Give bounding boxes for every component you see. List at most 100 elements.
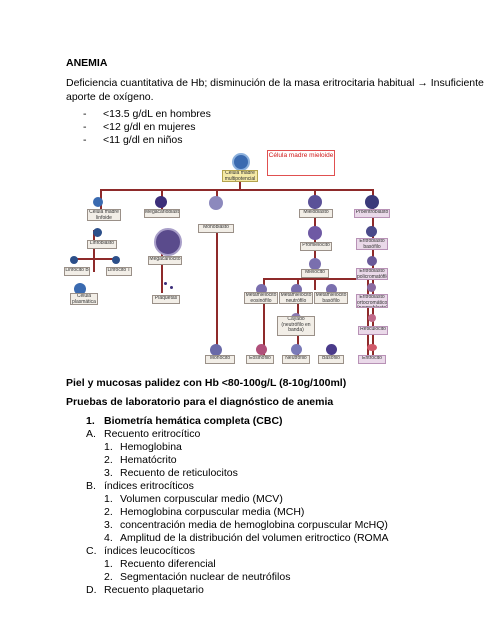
label-meta-eosinofilo: Metamielocito eosinófilo [244,292,278,304]
lymphoid-cell-icon [93,197,103,207]
label-cayado: Cayado (neutrófilo en banda) [277,316,315,336]
page-title: ANEMIA [66,57,108,69]
label-proeritroblasto: Proeritroblasto [354,209,390,218]
label-meta-basofilo: Metamielocito basófilo [314,292,348,304]
neutrophil-metamyelocyte-icon [291,284,302,295]
clinical-note: Piel y mucosas palidez con Hb <80-100g/L… [66,377,347,389]
list-item: concentración media de hemoglobina corpu… [120,519,388,531]
myeloblast-icon [308,195,322,209]
neutrophil-icon [291,344,302,355]
connector-line [75,258,115,260]
myelocyte-icon [309,258,321,270]
connector-line [216,226,218,354]
platelets-icon [170,286,173,289]
label-basofilo: Basófilo [318,355,344,364]
label-reticulocito: Reticulocito [358,326,388,335]
labs-title: Pruebas de laboratorio para el diagnósti… [66,396,334,408]
label-eritroblasto-policromatofilo: Eritroblasto policromatófilo [356,268,388,280]
definition-line-1: Deficiencia cuantitativa de Hb; disminuc… [66,77,484,89]
section-title-cbc: Biometría hemática completa (CBC) [104,415,283,427]
label-megacarioblasto: Megacarioblasto [144,209,180,218]
label-celula-plasmatica: Célula plasmática [70,293,98,305]
connector-line [263,278,368,280]
monocyte-icon [210,344,222,356]
lymphoblast-icon [93,228,102,237]
connector-line [93,230,95,272]
section-number: 1. [86,415,95,427]
list-letter-b: B. [86,480,96,492]
list-number: 2. [104,506,113,518]
definition-line-2: aporte de oxígeno. [66,91,154,103]
threshold-women: <12 g/dl en mujeres [103,121,196,133]
label-lymphoid-stem: Célula madre linfoide [87,209,121,221]
bullet-dash: - [83,121,87,133]
bullet-dash: - [83,134,87,146]
connector-line [100,189,374,191]
list-item: Recuento diferencial [120,558,216,570]
connector-line [161,243,163,293]
label-eritrocito: Eritrocito [358,355,386,364]
basophil-icon [326,344,337,355]
list-item: Hemoglobina [120,441,182,453]
connector-line [263,278,265,360]
megakaryocyte-icon [154,228,182,256]
label-plaquetas: Plaquetas [152,295,180,304]
list-number: 1. [104,493,113,505]
label-linfocito-t: Linfocito T [106,267,132,276]
list-number: 1. [104,558,113,570]
erythrocyte-icon [367,344,377,351]
list-letter-d: D. [86,584,97,596]
label-megacariocito: Megacariocito [148,256,182,265]
connector-line [239,180,241,190]
plasma-cell-icon [74,283,86,295]
eosinophil-metamyelocyte-icon [256,284,267,295]
list-letter-c: C. [86,545,97,557]
orthochromatic-erythroblast-icon [367,283,376,292]
list-title-a: Recuento eritrocítico [104,428,201,440]
label-neutrofilo: Neutrófilo [282,355,310,364]
eosinophil-icon [256,344,267,355]
label-eritroblasto-basofilo: Eritroblasto basófilo [356,238,388,250]
label-mieloblasto: Mieloblasto [299,209,333,218]
list-number: 1. [104,441,113,453]
label-linfoblasto: Linfoblasto [87,240,117,249]
list-title-b: índices eritrocíticos [104,480,194,492]
list-item: Amplitud de la distribución del volumen … [120,532,389,544]
basophil-metamyelocyte-icon [326,284,337,295]
list-item: Hematócrito [120,454,177,466]
label-eosinofilo: Eosinófilo [246,355,274,364]
list-number: 4. [104,532,113,544]
list-item: Volumen corpuscular medio (MCV) [120,493,283,505]
megakaryoblast-icon [155,196,167,208]
connector-line [314,218,316,290]
proerythroblast-icon [365,195,379,209]
list-title-c: índices leucocíticos [104,545,196,557]
list-item: Hemoglobina corpuscular media (MCH) [120,506,305,518]
label-stem-cell: Célula madre multipotencial [222,170,258,182]
list-number: 2. [104,454,113,466]
label-linfocito-b: Linfocito B [64,267,90,276]
label-monocito: Monocito [205,355,235,364]
threshold-children: <11 g/dl en niños [103,134,183,146]
list-number: 2. [104,571,113,583]
t-lymphocyte-icon [112,256,120,264]
label-meta-neutrofilo: Metamielocito neutrófilo [279,292,313,304]
stem-cell-icon [232,153,250,171]
threshold-men: <13.5 g/dL en hombres [103,108,211,120]
label-monoblasto: Monoblasto [198,224,234,233]
polychromatic-erythroblast-icon [367,256,377,266]
basophilic-erythroblast-icon [366,226,377,237]
callout-myeloid-stem: Célula madre mieloide [267,150,335,176]
list-item: Segmentación nuclear de neutrófilos [120,571,291,583]
callout-label: Célula madre mieloide [268,152,334,159]
monoblast-icon [209,196,223,210]
b-lymphocyte-icon [70,256,78,264]
list-letter-a: A. [86,428,96,440]
list-title-d: Recuento plaquetario [104,584,204,596]
label-mielocito: Mielocito [301,269,329,278]
list-number: 3. [104,467,113,479]
platelets-icon [164,282,167,285]
promyelocyte-icon [308,226,322,240]
label-eritroblasto-ortocromatico: Eritroblasto ortocromático (normoblasto) [356,294,388,308]
reticulocyte-icon [368,314,376,322]
